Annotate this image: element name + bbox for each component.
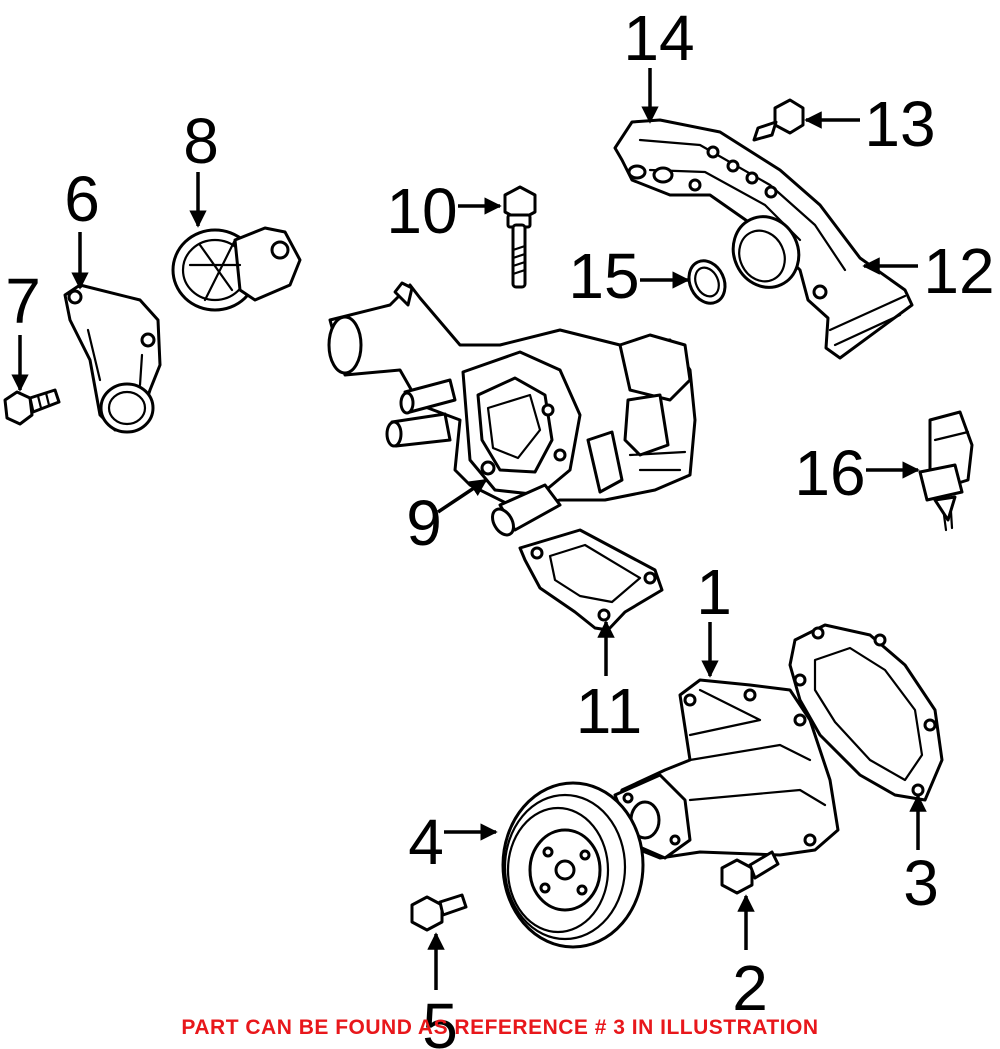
callout-14: 14 [623, 2, 694, 74]
callout-1: 1 [696, 556, 732, 628]
callout-16: 16 [794, 437, 865, 509]
callout-5: 5 [422, 990, 458, 1049]
callout-4: 4 [408, 806, 444, 878]
callout-13: 13 [864, 88, 935, 160]
thermostat-housing-part [327, 281, 697, 537]
callout-11: 11 [576, 675, 642, 747]
outlet-housing-part [63, 283, 162, 434]
callout-6: 6 [64, 163, 100, 235]
gasket-11-part [518, 528, 664, 632]
bolt-7-part [3, 388, 61, 426]
callout-3: 3 [903, 847, 939, 919]
thermostat-part [171, 226, 302, 312]
bolt-5-part [410, 893, 468, 932]
bolt-13-part [752, 98, 805, 142]
coolant-pipe-part [613, 118, 914, 360]
footer-note: PART CAN BE FOUND AS REFERENCE # 3 IN IL… [181, 1016, 819, 1039]
bolt-10-part [503, 185, 537, 289]
leader-arrows [11, 68, 927, 990]
callout-10: 10 [386, 175, 457, 247]
sensor-part [918, 410, 974, 532]
callout-7: 7 [5, 265, 41, 337]
leader-9 [437, 478, 488, 514]
callout-8: 8 [183, 105, 219, 177]
callout-12: 12 [923, 235, 994, 307]
bolt-2-part [720, 850, 780, 895]
o-ring-part [687, 259, 727, 305]
pulley-part [501, 781, 645, 949]
callout-2: 2 [732, 952, 768, 1024]
callout-numbers: 1 2 3 4 5 6 7 8 9 10 11 12 13 14 15 16 [5, 2, 994, 1049]
callout-15: 15 [568, 240, 639, 312]
callout-9: 9 [406, 487, 442, 559]
